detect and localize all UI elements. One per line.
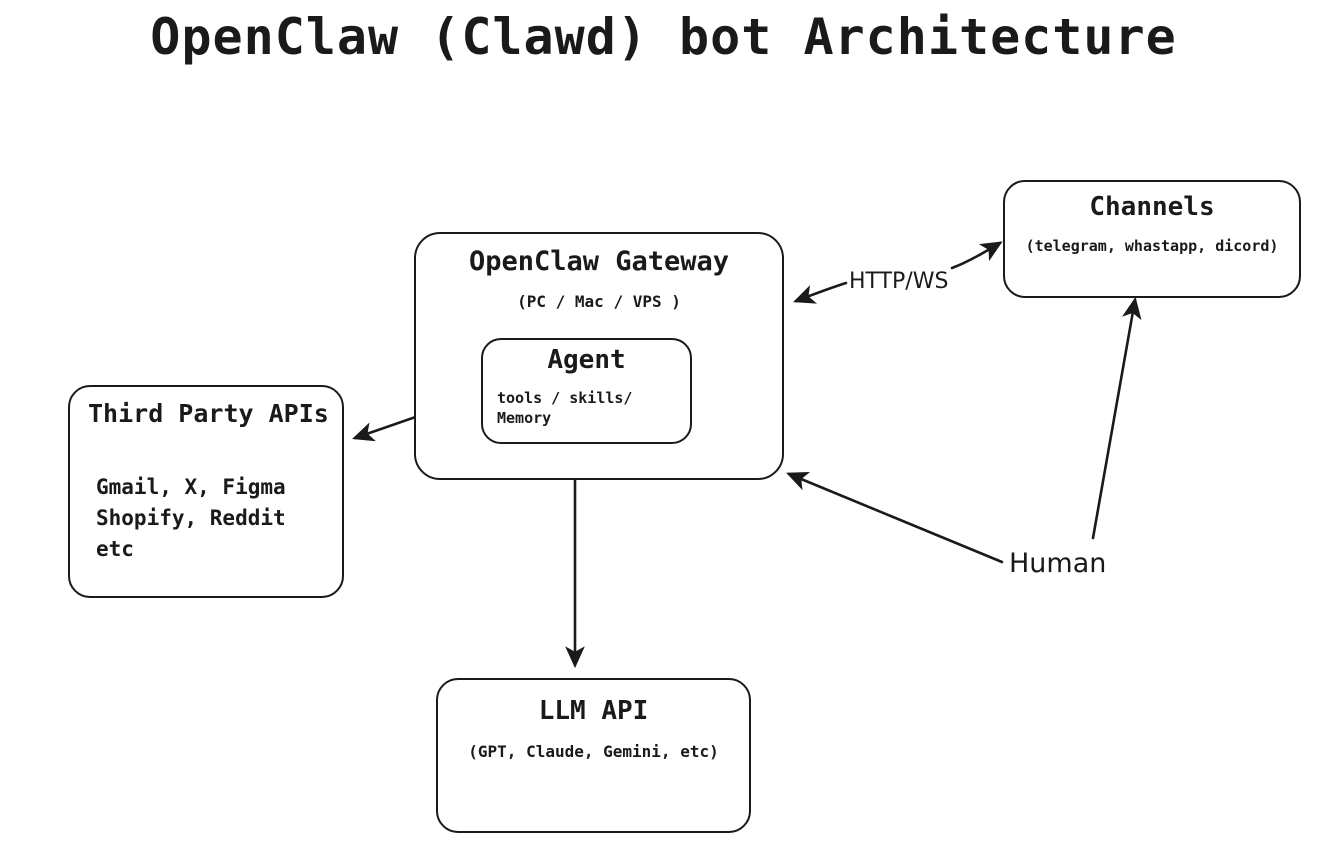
edge-label-http-ws: HTTP/WS xyxy=(849,269,949,294)
agent-body: tools / skills/ Memory xyxy=(497,389,633,427)
edge-channels-to-gateway-arrow xyxy=(793,281,848,304)
node-llm-api[interactable]: LLM API (GPT, Claude, Gemini, etc) xyxy=(436,678,751,833)
third-party-title: Third Party APIs xyxy=(88,399,329,428)
edge-label-human: Human xyxy=(1009,548,1107,579)
agent-title: Agent xyxy=(547,345,626,375)
channels-title: Channels xyxy=(1089,192,1215,222)
edge-human-to-gateway xyxy=(786,472,1004,564)
llm-subtitle: (GPT, Claude, Gemini, etc) xyxy=(468,742,719,761)
node-third-party-apis[interactable]: Third Party APIs Gmail, X, Figma Shopify… xyxy=(68,385,344,598)
node-channels[interactable]: Channels (telegram, whastapp, dicord) xyxy=(1003,180,1301,298)
channels-subtitle: (telegram, whastapp, dicord) xyxy=(1025,237,1279,255)
third-party-body: Gmail, X, Figma Shopify, Reddit etc xyxy=(96,475,286,561)
gateway-subtitle: (PC / Mac / VPS ) xyxy=(517,292,681,311)
edge-gateway-to-channels-arrow xyxy=(950,241,1003,270)
node-agent[interactable]: Agent tools / skills/ Memory xyxy=(481,338,692,444)
edge-human-to-channels xyxy=(1091,296,1142,540)
page-title: OpenClaw (Clawd) bot Architecture xyxy=(150,8,1177,66)
gateway-title: OpenClaw Gateway xyxy=(468,246,730,277)
llm-title: LLM API xyxy=(538,696,649,726)
